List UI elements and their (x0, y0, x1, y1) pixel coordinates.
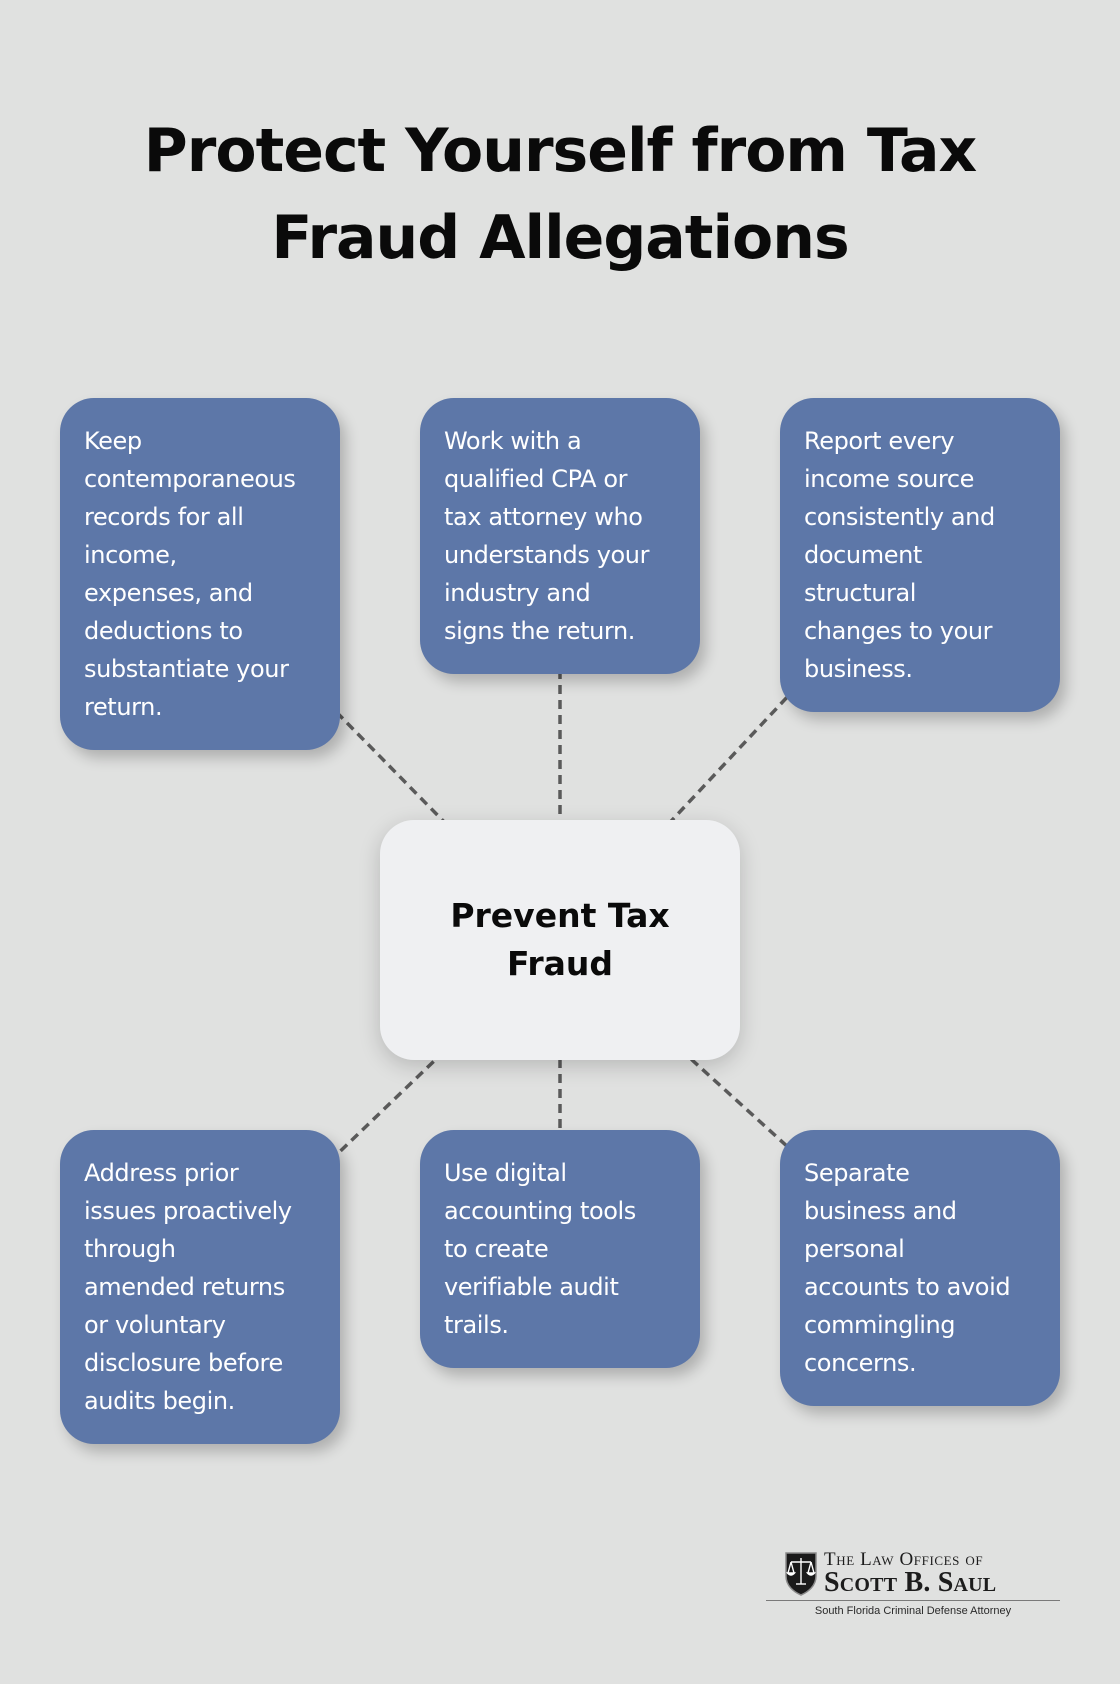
card-line: personal (804, 1235, 905, 1263)
card-line: or voluntary (84, 1311, 226, 1339)
card-line: accounts to avoid (804, 1273, 1011, 1301)
card-line: changes to your (804, 617, 993, 645)
card-line: return. (84, 693, 163, 721)
card-line: verifiable audit (444, 1273, 619, 1301)
card-line: disclosure before (84, 1349, 283, 1377)
card-line: income, (84, 541, 177, 569)
card-line: trails. (444, 1311, 509, 1339)
card-line: industry and (444, 579, 591, 607)
card-line: expenses, and (84, 579, 253, 607)
law-office-logo: The Law Offices of Scott B. Saul South F… (766, 1548, 1060, 1628)
tip-card-records: Keep contemporaneous records for all inc… (60, 398, 340, 750)
card-line: records for all (84, 503, 244, 531)
card-line: income source (804, 465, 975, 493)
card-line: Keep (84, 427, 142, 455)
logo-divider (766, 1600, 1060, 1601)
card-line: substantiate your (84, 655, 289, 683)
title-line-1: Protect Yourself from Tax (143, 116, 977, 186)
logo-line-2: Scott B. Saul (824, 1567, 997, 1598)
card-line: accounting tools (444, 1197, 636, 1225)
page-title: Protect Yourself from Tax Fraud Allegati… (0, 108, 1120, 282)
card-line: commingling (804, 1311, 956, 1339)
card-line: deductions to (84, 617, 243, 645)
logo-tagline: South Florida Criminal Defense Attorney (814, 1605, 1012, 1617)
center-line-2: Fraud (506, 944, 614, 983)
card-line: Address prior (84, 1159, 239, 1187)
center-node-prevent-tax-fraud: Prevent Tax Fraud (380, 820, 740, 1060)
card-line: signs the return. (444, 617, 635, 645)
card-line: Work with a (444, 427, 582, 455)
card-line: business and (804, 1197, 957, 1225)
card-line: through (84, 1235, 176, 1263)
tip-card-cpa: Work with a qualified CPA or tax attorne… (420, 398, 700, 674)
tip-card-digital-tools: Use digital accounting tools to create v… (420, 1130, 700, 1368)
card-line: Separate (804, 1159, 910, 1187)
card-line: tax attorney who (444, 503, 643, 531)
card-line: concerns. (804, 1349, 917, 1377)
card-line: audits begin. (84, 1387, 235, 1415)
card-line: consistently and (804, 503, 995, 531)
card-line: understands your (444, 541, 650, 569)
tip-card-separate-accounts: Separate business and personal accounts … (780, 1130, 1060, 1406)
scales-of-justice-shield-icon (785, 1552, 817, 1596)
card-line: contemporaneous (84, 465, 296, 493)
card-line: amended returns (84, 1273, 285, 1301)
logo-line-1: The Law Offices of (824, 1549, 984, 1570)
tip-card-report-income: Report every income source consistently … (780, 398, 1060, 712)
center-line-1: Prevent Tax (450, 896, 670, 935)
tip-card-address-prior-issues: Address prior issues proactively through… (60, 1130, 340, 1444)
card-line: business. (804, 655, 913, 683)
card-line: qualified CPA or (444, 465, 628, 493)
card-line: to create (444, 1235, 549, 1263)
card-line: Report every (804, 427, 955, 455)
title-line-2: Fraud Allegations (271, 203, 849, 273)
card-line: Use digital (444, 1159, 567, 1187)
card-line: issues proactively (84, 1197, 292, 1225)
card-line: document (804, 541, 922, 569)
card-line: structural (804, 579, 917, 607)
